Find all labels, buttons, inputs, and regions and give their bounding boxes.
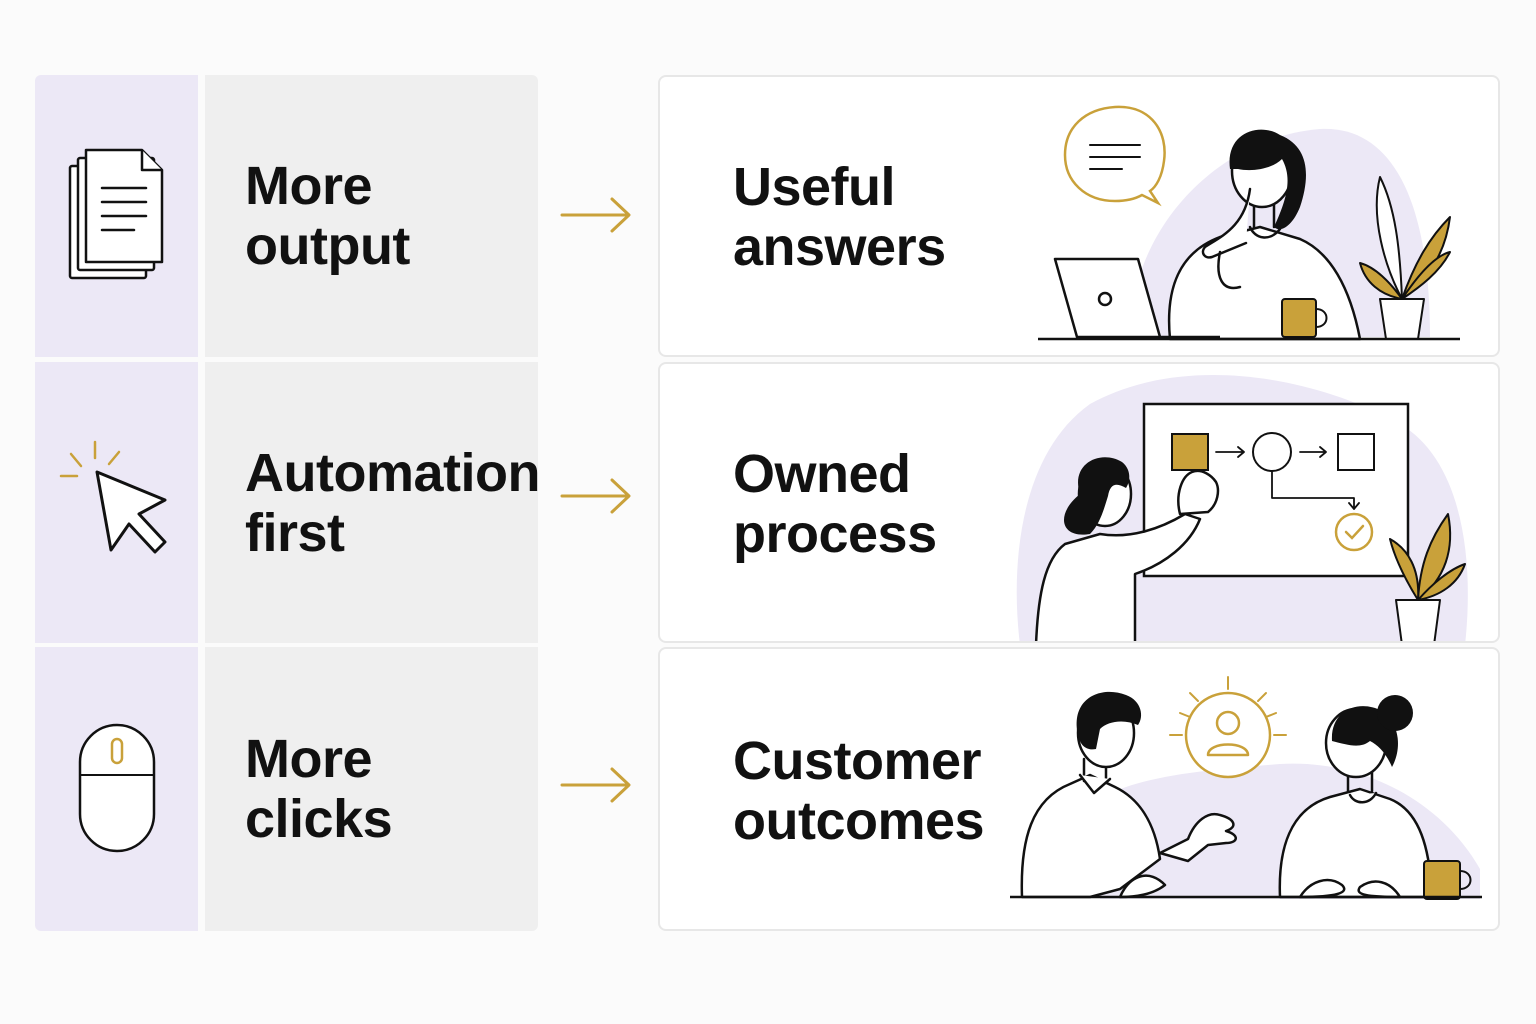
from-label-cell-3: More clicks [205,647,538,931]
plant-icon [1359,176,1451,340]
flow-square-empty [1337,433,1375,471]
outcome-card-1: Useful answers [658,75,1500,357]
from-label-cell-2: Automation first [205,362,540,643]
to-label-2: Owned process [733,444,1033,564]
to-label-1-line1: Useful [733,157,896,217]
from-label-2: Automation first [245,442,540,563]
outcome-card-2: Owned process [658,362,1500,643]
right-arrow-icon [560,197,631,233]
to-label-2-line1: Owned [733,444,911,504]
from-label-3: More clicks [245,729,535,849]
right-arrow-icon [560,478,631,514]
outcome-card-3: Customer outcomes [658,647,1500,931]
right-arrow-icon [560,767,631,803]
conversation-illustration [1010,676,1482,900]
speech-bubble-icon [1063,105,1166,207]
mug-icon [1281,298,1317,338]
comparison-row-3: More clicks Customer outcomes [0,647,1536,931]
icon-cell-3 [35,647,198,931]
from-label-3-line2: clicks [245,789,393,849]
idea-person-icon [1169,676,1287,779]
to-label-1-line2: answers [733,217,946,277]
icon-cell-1 [35,75,198,357]
from-label-2-line2: first [245,502,345,563]
person-thinking-illustration [1038,105,1460,341]
to-label-3: Customer outcomes [733,731,1033,851]
from-label-1: More output [245,156,535,276]
from-label-1-line1: More [245,156,373,216]
from-label-1-line2: output [245,216,410,276]
documents-icon [68,148,163,280]
from-label-2-line1: Automation [245,442,540,503]
check-circle-icon [1334,512,1374,552]
flow-square-filled [1171,433,1209,471]
comparison-row-1: More output Useful answers [0,75,1536,357]
to-label-2-line2: process [733,504,937,564]
icon-cell-2 [35,362,198,643]
flow-circle [1252,432,1292,472]
to-label-3-line2: outcomes [733,791,985,851]
process-board-illustration [1016,375,1468,641]
comparison-row-2: Automation first Owned process [0,362,1536,643]
cursor-click-icon [59,440,166,553]
to-label-1: Useful answers [733,157,1033,277]
from-label-3-line1: More [245,729,373,789]
from-label-cell-1: More output [205,75,538,357]
mouse-icon [78,723,155,853]
mug-icon [1423,860,1461,900]
to-label-3-line1: Customer [733,731,982,791]
plant-icon [1389,513,1466,641]
